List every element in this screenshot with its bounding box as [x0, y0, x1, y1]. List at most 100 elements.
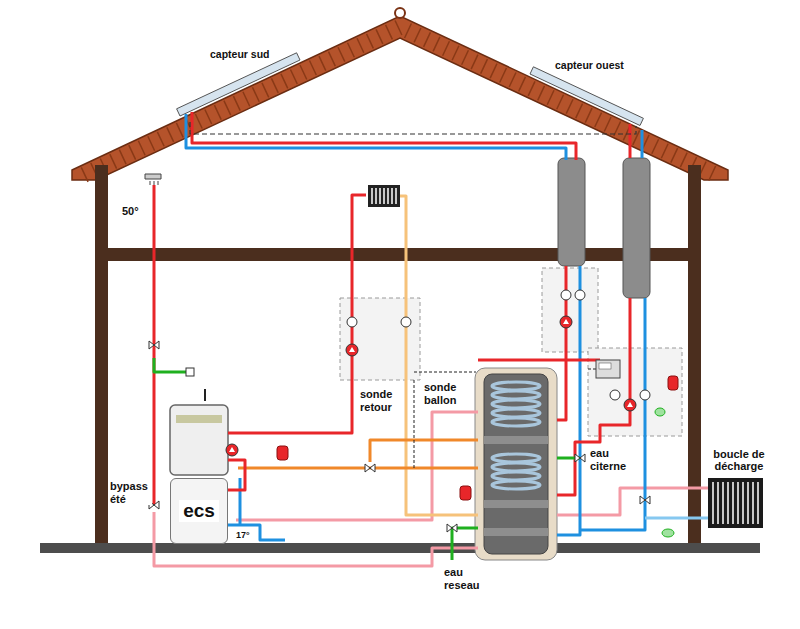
- valve-symbol: [447, 524, 457, 532]
- ground: [40, 543, 760, 553]
- pipe: [452, 528, 478, 560]
- tank-coil: [492, 463, 540, 471]
- pump-arrow: [229, 447, 235, 452]
- heat-exchanger-column: [558, 158, 585, 266]
- boiler: [170, 405, 228, 475]
- sensor-wire: [414, 372, 476, 373]
- boiler: [176, 415, 222, 423]
- pipe: [370, 440, 478, 462]
- pump-symbol: [346, 344, 358, 356]
- storage-tank: [475, 368, 557, 560]
- ground: [40, 543, 760, 553]
- radiator: [368, 185, 400, 207]
- pipe: [580, 298, 645, 530]
- sensor-label: sonde retour: [360, 388, 400, 413]
- gauge-symbol: [561, 290, 571, 300]
- house-frame: [95, 165, 701, 545]
- gauge-symbol: [401, 317, 411, 327]
- pipe: [228, 525, 285, 540]
- tank-label: ecs: [179, 500, 219, 523]
- tank-coil: [492, 400, 540, 408]
- heat-exchanger-column: [623, 158, 650, 298]
- radiator: [372, 188, 396, 204]
- shower-head: [145, 174, 161, 179]
- pump-symbol: [560, 316, 572, 328]
- storage-tank: [484, 500, 548, 508]
- pump-arrow: [229, 319, 633, 452]
- valve-symbol: [149, 341, 159, 349]
- boiler: [170, 389, 228, 475]
- roof: [72, 8, 728, 180]
- valve-symbol: [575, 454, 585, 462]
- pipe: [154, 112, 708, 566]
- pump-group-housing: [588, 348, 682, 436]
- pipe: [641, 130, 644, 158]
- solar-collector: capteur sud: [176, 42, 306, 122]
- storage-tank: [484, 528, 548, 536]
- pump-arrow: [349, 347, 355, 352]
- boiler: [204, 389, 206, 401]
- discharge-radiator: boucle de décharge: [703, 448, 775, 530]
- drain-bowl: [655, 408, 665, 416]
- sensor-wire: [414, 380, 415, 470]
- roof: [395, 8, 405, 18]
- pipe: [154, 358, 186, 372]
- tank-coil: [492, 454, 540, 462]
- sensor-cable: [190, 122, 636, 134]
- heat-exchanger-column: [558, 158, 650, 298]
- house-frame: [95, 248, 701, 261]
- valve-symbol: [186, 368, 194, 376]
- pump-symbol: [624, 399, 636, 411]
- supply-label: eau reseau: [444, 566, 488, 591]
- tank-coil: [492, 382, 540, 489]
- expansion-vessel: [277, 446, 288, 460]
- shower-head: [145, 174, 161, 185]
- pipe: [557, 266, 566, 420]
- gauge-symbol: [347, 290, 650, 400]
- solar-collector: [530, 67, 643, 126]
- dhw-tank: ecs: [170, 478, 228, 544]
- radiator-label: boucle de décharge: [703, 448, 775, 472]
- pipe: [238, 467, 478, 470]
- tank-coil: [492, 391, 540, 399]
- valve-symbol: [365, 464, 375, 472]
- pipe: [228, 195, 366, 433]
- drain-bowl: [655, 408, 674, 537]
- expansion-vessel: [460, 486, 471, 500]
- gauge-symbol: [610, 390, 620, 400]
- valve-label: bypass été: [110, 480, 152, 505]
- tank-coil: [492, 481, 540, 489]
- gauge-symbol: [575, 290, 585, 300]
- storage-tank: [484, 436, 548, 444]
- pipe: [645, 517, 708, 520]
- sensor-wire: [414, 369, 596, 470]
- gauge-symbol: [640, 390, 650, 400]
- expansion-vessel: [668, 376, 678, 390]
- radiator: [713, 482, 758, 524]
- tank-coil: [492, 472, 540, 480]
- collector-label: capteur ouest: [555, 60, 624, 72]
- shower-head: [150, 181, 158, 185]
- pump-group-housing: [542, 268, 598, 352]
- roof: [84, 27, 716, 175]
- pipe: [478, 359, 600, 362]
- tank-coil: [492, 409, 540, 417]
- supply-label: eau citerne: [590, 447, 634, 472]
- pump-arrow: [627, 402, 633, 407]
- collector-label: capteur sud: [210, 49, 270, 61]
- sensor-label: sonde ballon: [424, 381, 468, 406]
- temperature-label: 50°: [122, 205, 139, 218]
- drain-bowl: [662, 529, 674, 537]
- temperature-label: 17°: [236, 530, 250, 540]
- pump-arrow: [563, 319, 569, 324]
- pipe: [236, 412, 478, 520]
- pump-symbol: [226, 316, 636, 456]
- tank-coil: [492, 418, 540, 426]
- valve-symbol: [640, 496, 650, 504]
- storage-tank: [475, 368, 557, 560]
- pipe: [192, 112, 576, 160]
- roof: [72, 16, 728, 180]
- solar-collector: [177, 53, 644, 126]
- pump-symbol: [226, 444, 238, 456]
- solar-collector: capteur ouest: [526, 52, 648, 126]
